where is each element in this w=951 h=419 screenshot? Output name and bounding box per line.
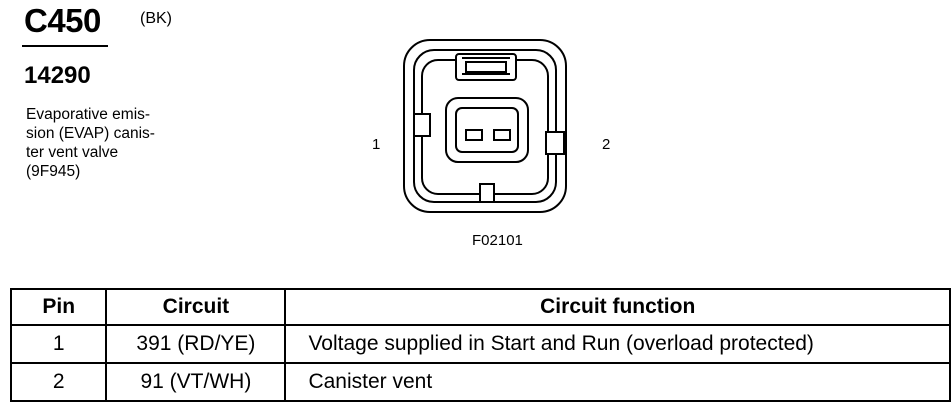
- header-circuit: Circuit: [105, 288, 287, 326]
- bottom-key: [479, 183, 495, 203]
- side-key-left: [413, 113, 431, 137]
- connector-id: C450: [24, 2, 101, 39]
- table-row: 2 91 (VT/WH) Canister vent: [9, 362, 951, 402]
- terminal-cavity: [445, 97, 529, 163]
- cell-pin: 2: [9, 362, 108, 402]
- pin-label-2: 2: [602, 136, 611, 153]
- locking-tab-cap: [465, 61, 507, 73]
- header-circuit-function: Circuit function: [284, 288, 951, 326]
- cell-pin: 1: [9, 324, 108, 364]
- description-line: Evaporative emis-: [26, 106, 151, 123]
- side-key-right: [545, 131, 565, 155]
- figure-code: F02101: [472, 232, 523, 249]
- description-line: ter vent valve: [26, 144, 119, 161]
- description-line: (9F945): [26, 163, 81, 180]
- part-number: 14290: [24, 62, 91, 89]
- terminal-2: [493, 129, 511, 141]
- description: Evaporative emis- sion (EVAP) canis- ter…: [26, 105, 196, 181]
- pin-label-1: 1: [372, 136, 381, 153]
- cell-function: Voltage supplied in Start and Run (overl…: [284, 324, 951, 364]
- description-line: sion (EVAP) canis-: [26, 125, 155, 142]
- table-header-row: Pin Circuit Circuit function: [9, 288, 951, 326]
- connector-face-drawing: [403, 39, 567, 213]
- cell-circuit: 91 (VT/WH): [105, 362, 287, 402]
- header-pin: Pin: [9, 288, 108, 326]
- pin-table: Pin Circuit Circuit function 1 391 (RD/Y…: [9, 288, 951, 402]
- color-code: (BK): [140, 10, 172, 27]
- terminal-1: [465, 129, 483, 141]
- table-row: 1 391 (RD/YE) Voltage supplied in Start …: [9, 324, 951, 364]
- cell-circuit: 391 (RD/YE): [105, 324, 287, 364]
- connector-id-underline: [22, 45, 108, 47]
- cell-function: Canister vent: [284, 362, 951, 402]
- terminal-cavity-inner: [455, 107, 519, 153]
- housing-outer: [403, 39, 567, 213]
